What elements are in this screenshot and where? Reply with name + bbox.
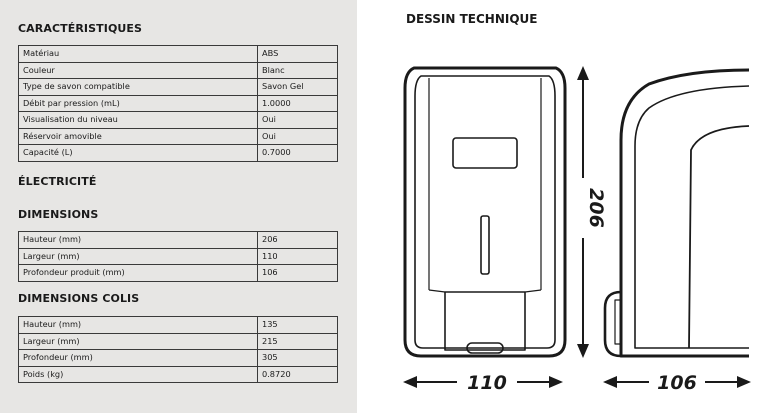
arrow-left-icon — [603, 376, 617, 388]
spec-label: Type de savon compatible — [18, 78, 258, 96]
arrow-left-icon — [403, 376, 417, 388]
spec-value: 206 — [257, 231, 338, 249]
table-row: Hauteur (mm)135 — [18, 316, 338, 334]
table-row: Largeur (mm)215 — [18, 332, 338, 350]
side-view-drawing — [603, 68, 750, 358]
spec-value: 135 — [257, 316, 338, 334]
dimensions-heading: DIMENSIONS — [18, 208, 99, 221]
dimensions-table: Hauteur (mm)206 Largeur (mm)110 Profonde… — [18, 231, 338, 282]
spec-value: 1.0000 — [257, 94, 338, 112]
spec-label: Profondeur (mm) — [18, 349, 258, 367]
spec-label: Hauteur (mm) — [18, 316, 258, 334]
height-dimension-label: 206 — [585, 188, 607, 228]
technical-drawing: 206 110 106 — [403, 66, 751, 394]
arrow-right-icon — [737, 376, 751, 388]
arrow-right-icon — [549, 376, 563, 388]
spec-label: Débit par pression (mL) — [18, 94, 258, 112]
table-row: Débit par pression (mL)1.0000 — [18, 94, 338, 112]
table-row: Profondeur (mm)305 — [18, 349, 338, 367]
spec-label: Largeur (mm) — [18, 332, 258, 350]
spec-value: 0.7000 — [257, 144, 338, 162]
spec-label: Matériau — [18, 45, 258, 63]
spec-label: Capacité (L) — [18, 144, 258, 162]
dimensions-colis-table: Hauteur (mm)135 Largeur (mm)215 Profonde… — [18, 316, 338, 383]
spec-value: Oui — [257, 111, 338, 129]
technical-drawing-panel: DESSIN TECHNIQUE — [357, 0, 774, 413]
spec-label: Profondeur produit (mm) — [18, 264, 258, 282]
spec-value: 106 — [257, 264, 338, 282]
width-dimension-label: 110 — [467, 372, 507, 394]
table-row: Profondeur produit (mm)106 — [18, 264, 338, 282]
table-row: Poids (kg)0.8720 — [18, 365, 338, 383]
table-row: Largeur (mm)110 — [18, 247, 338, 265]
table-row: Hauteur (mm)206 — [18, 231, 338, 249]
spec-value: Savon Gel — [257, 78, 338, 96]
table-row: Capacité (L)0.7000 — [18, 144, 338, 162]
spec-label: Largeur (mm) — [18, 247, 258, 265]
arrow-up-icon — [577, 66, 589, 80]
spec-value: Blanc — [257, 61, 338, 79]
electricite-heading: ÉLECTRICITÉ — [18, 175, 97, 188]
spec-label: Visualisation du niveau — [18, 111, 258, 129]
spec-label: Réservoir amovible — [18, 127, 258, 145]
depth-dimension-label: 106 — [657, 372, 697, 394]
caracteristiques-heading: CARACTÉRISTIQUES — [18, 22, 143, 35]
spec-value: 0.8720 — [257, 365, 338, 383]
spec-value: 305 — [257, 349, 338, 367]
spec-value: ABS — [257, 45, 338, 63]
spec-label: Couleur — [18, 61, 258, 79]
front-view-drawing — [403, 66, 567, 358]
arrow-down-icon — [577, 344, 589, 358]
spec-value: 110 — [257, 247, 338, 265]
spec-label: Poids (kg) — [18, 365, 258, 383]
spec-value: Oui — [257, 127, 338, 145]
spec-label: Hauteur (mm) — [18, 231, 258, 249]
dimensions-colis-heading: DIMENSIONS COLIS — [18, 292, 140, 305]
spec-value: 215 — [257, 332, 338, 350]
dessin-technique-heading: DESSIN TECHNIQUE — [406, 12, 538, 26]
